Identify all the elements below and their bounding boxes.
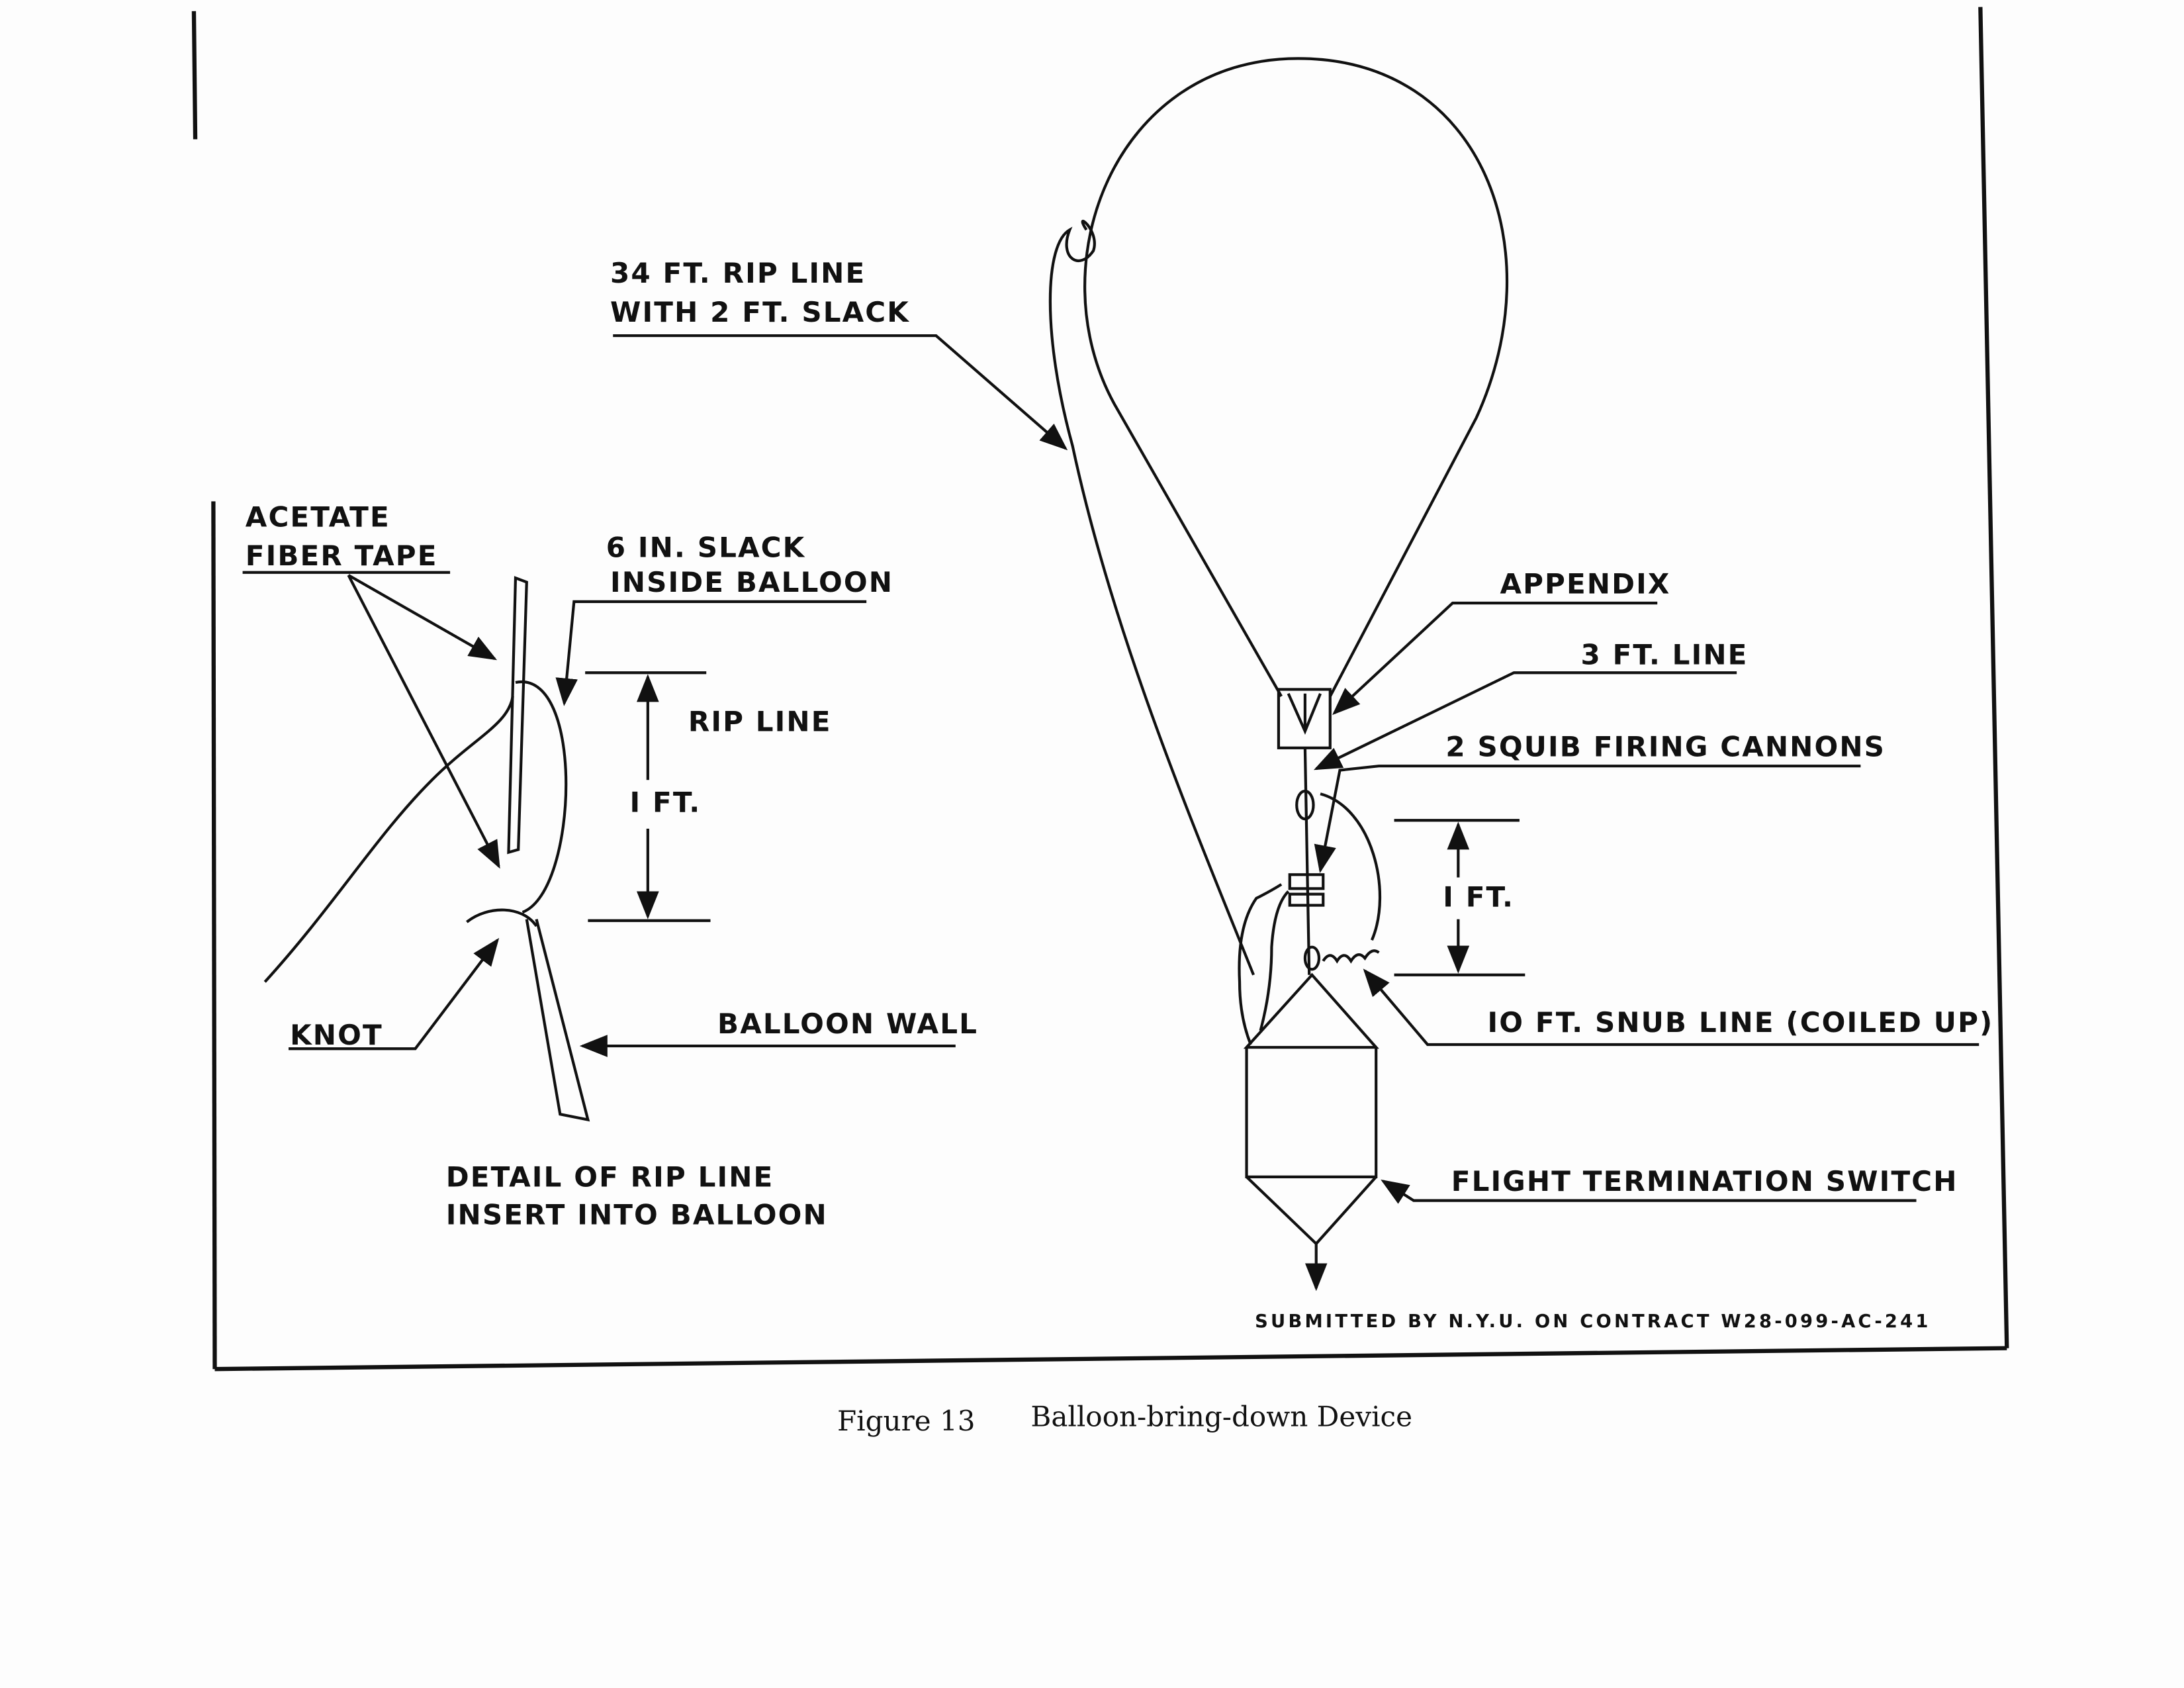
label-slack: 6 IN. SLACK [606, 532, 806, 564]
label-three-ft-line: 3 FT. LINE [1580, 639, 1748, 671]
appendix-box [1277, 688, 1332, 749]
figure-frame [191, 7, 2009, 1372]
label-balloon-wall: BALLOON WALL [717, 1008, 978, 1040]
label-rip-line-length: 34 FT. RIP LINE [610, 257, 866, 289]
label-rip-line: RIP LINE [688, 706, 832, 738]
termination-switch [1243, 972, 1379, 1246]
label-one-ft-left: I FT. [629, 786, 701, 819]
label-appendix: APPENDIX [1500, 567, 1670, 600]
figure-title: Balloon-bring-down Device [1030, 1400, 1412, 1432]
balloon-drawing [1048, 57, 1509, 1291]
label-one-ft-right: I FT. [1443, 881, 1514, 914]
squib-cannon [1288, 892, 1325, 907]
label-fiber-tape: FIBER TAPE [246, 539, 438, 572]
label-knot: KNOT [290, 1019, 383, 1051]
squib-cannon [1288, 873, 1325, 890]
label-detail-2: INSERT INTO BALLOON [446, 1198, 828, 1231]
leader-lines [242, 334, 1979, 1204]
label-rip-line-slack: WITH 2 FT. SLACK [610, 296, 910, 328]
label-detail-1: DETAIL OF RIP LINE [446, 1161, 774, 1194]
figure-number: Figure 13 [837, 1405, 976, 1437]
label-termination-switch: FLIGHT TERMINATION SWITCH [1451, 1165, 1958, 1197]
label-snub-line: IO FT. SNUB LINE (COILED UP) [1488, 1006, 1994, 1039]
rip-line [1048, 220, 1255, 976]
rip-line-detail-drawing [263, 576, 590, 1122]
label-acetate: ACETATE [246, 500, 390, 533]
label-inside-balloon: INSIDE BALLOON [610, 566, 893, 598]
snub-line-coil [1322, 949, 1380, 964]
label-squib: 2 SQUIB FIRING CANNONS [1445, 730, 1886, 763]
submitted-note: SUBMITTED BY N.Y.U. ON CONTRACT W28-099-… [1255, 1311, 1931, 1332]
